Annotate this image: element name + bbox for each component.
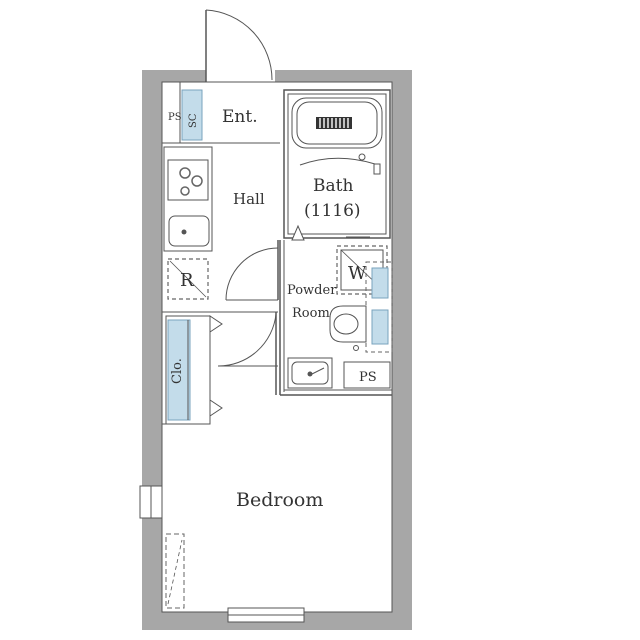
refrigerator-label: R (180, 270, 194, 291)
bedroom-label: Bedroom (236, 489, 323, 511)
powder-room-label-line2: Room (292, 306, 330, 321)
bath-label: Bath (313, 176, 353, 196)
powder-room-door (225, 240, 279, 301)
washer-label: W (348, 263, 367, 284)
entrance-door (205, 9, 273, 82)
bath-size-label: (1116) (304, 201, 361, 221)
bedroom-door (217, 313, 278, 367)
powder-storage-top (371, 267, 389, 299)
bottom-window (227, 607, 305, 623)
bathroom: Bath (1116) (283, 89, 391, 241)
sink (168, 215, 210, 247)
shoe-cabinet-label: SC (188, 113, 199, 128)
entrance-label: Ent. (222, 107, 258, 127)
closet: Clo. (162, 311, 278, 425)
ps-bottom-label: PS (359, 370, 377, 385)
entrance-area: PS SC Ent. (162, 82, 280, 144)
powder-room: W Powder Room PS (279, 240, 393, 396)
shoe-cabinet (181, 89, 203, 141)
bedroom-storage (165, 533, 185, 609)
closet-label: Clo. (170, 358, 185, 384)
kitchen: R (163, 146, 213, 300)
side-window (139, 485, 163, 519)
hall-label: Hall (233, 190, 265, 208)
ps-bottom-box (343, 361, 391, 389)
ps-top-label: PS (168, 112, 182, 123)
toilet (329, 305, 367, 343)
powder-room-label-line1: Powder (287, 283, 337, 298)
powder-storage-bottom (371, 309, 389, 345)
